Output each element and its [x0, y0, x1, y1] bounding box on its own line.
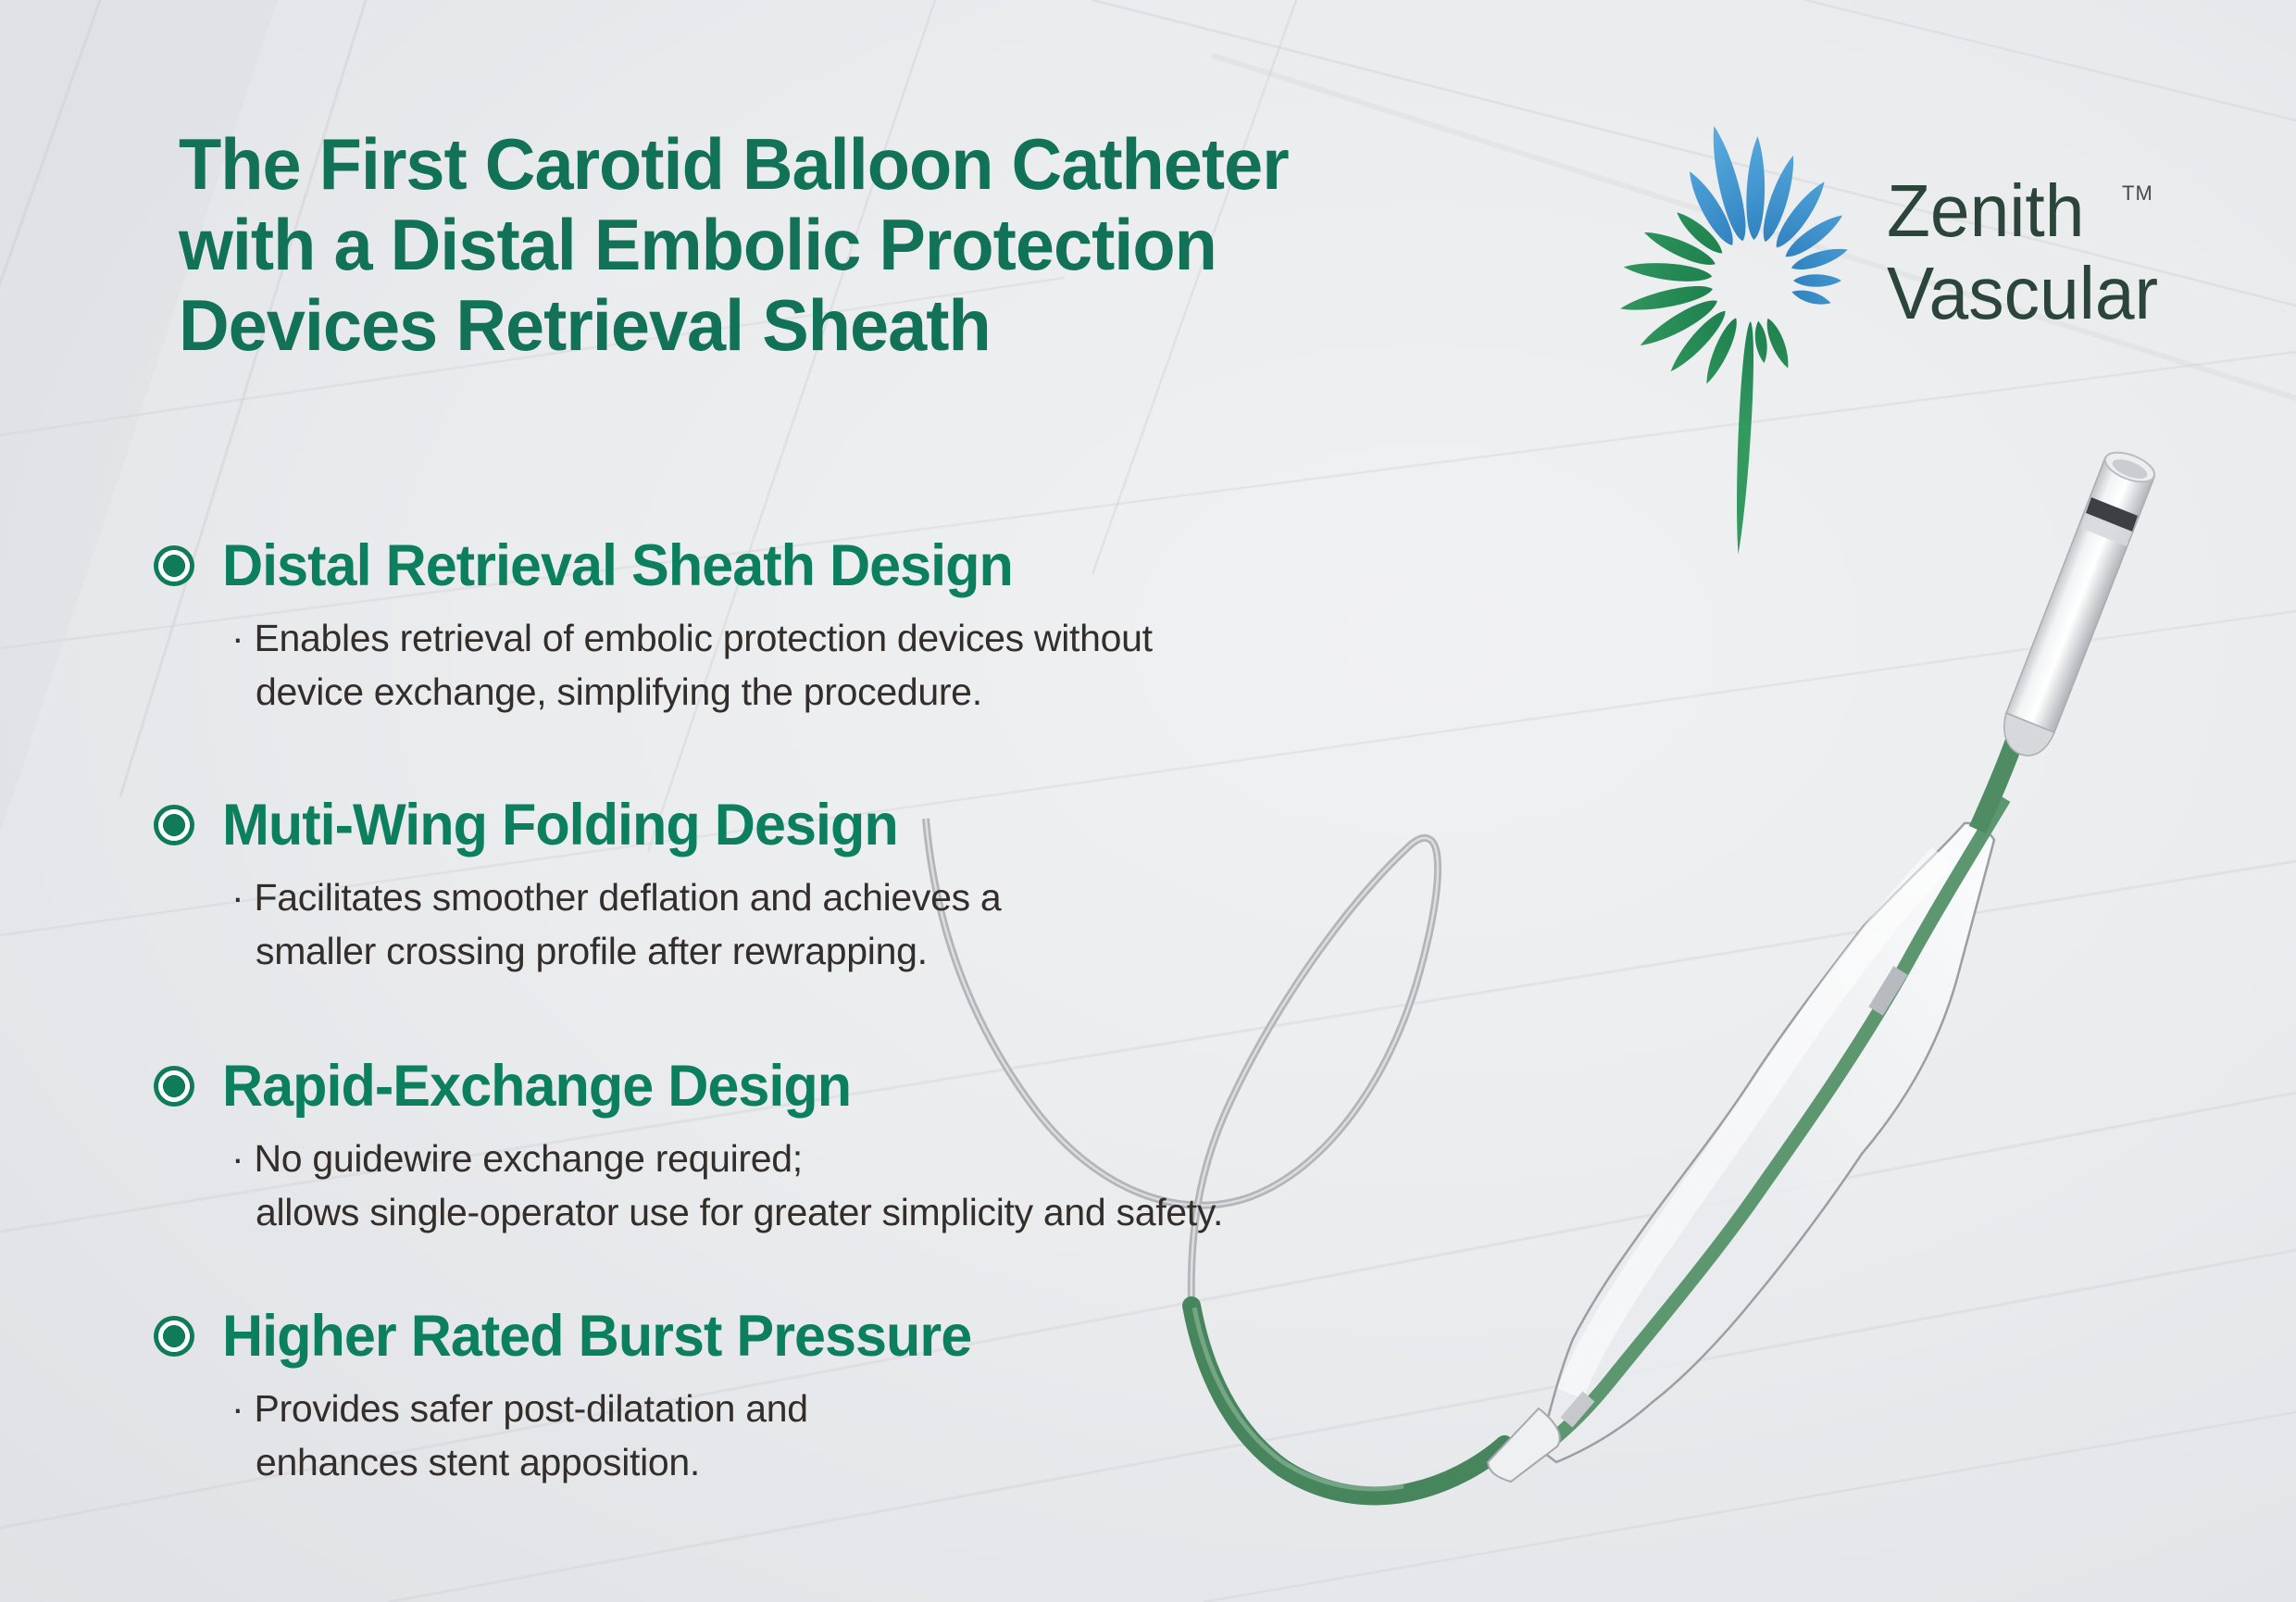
- logo-petal: [1690, 171, 1733, 245]
- logo-petal: [1623, 263, 1713, 282]
- section-body: · No guidewire exchange required; allows…: [231, 1132, 1223, 1239]
- section-body: · Facilitates smoother deflation and ach…: [231, 870, 1002, 978]
- title-line-1: The First Carotid Balloon Catheter: [179, 123, 1290, 205]
- zenith-logo-icon: [1620, 126, 1848, 555]
- logo-petal: [1793, 274, 1841, 287]
- logo-petal: [1620, 286, 1713, 310]
- logo-petal: [1677, 212, 1723, 254]
- logo-petal: [1644, 232, 1716, 265]
- logo-petal: [1737, 320, 1753, 555]
- logo-petal: [1670, 310, 1726, 372]
- logo-petal: [1706, 318, 1737, 384]
- logo-petal: [1746, 136, 1766, 241]
- logo-petal: [1713, 126, 1746, 242]
- brand-wordmark: Zenith Vascular: [1887, 169, 2158, 334]
- logo-petal: [1791, 248, 1848, 270]
- target-bullet-icon: [154, 805, 194, 845]
- body-line: · Enables retrieval of embolic protectio…: [231, 617, 1153, 659]
- marker-band-proximal: [1868, 966, 1908, 1016]
- title-line-2: with a Distal Embolic Protection: [179, 204, 1217, 285]
- section-heading: Distal Retrieval Sheath Design: [222, 533, 1014, 598]
- section-heading: Rapid-Exchange Design: [222, 1054, 852, 1119]
- body-line: · Facilitates smoother deflation and ach…: [231, 876, 1002, 919]
- brand-name-line2: Vascular: [1887, 252, 2159, 334]
- logo-petal: [1763, 155, 1794, 243]
- body-line: smaller crossing profile after rewrappin…: [256, 930, 928, 972]
- retrieval-sheath: [1968, 451, 2156, 834]
- body-line: · No guidewire exchange required;: [231, 1137, 803, 1180]
- target-bullet-icon: [154, 1316, 194, 1357]
- logo-petal: [1776, 181, 1825, 248]
- balloon: [1532, 795, 2011, 1464]
- section-heading: Muti-Wing Folding Design: [222, 793, 899, 857]
- catheter-shaft: [1182, 1296, 1514, 1506]
- feature-section-burst-pressure: Higher Rated Burst Pressure · Provides s…: [154, 1304, 994, 1489]
- title-line-3: Devices Retrieval Sheath: [179, 284, 992, 366]
- feature-section-distal-retrieval: Distal Retrieval Sheath Design · Enables…: [154, 533, 1153, 719]
- target-bullet-icon: [154, 1066, 194, 1107]
- body-line: allows single-operator use for greater s…: [256, 1191, 1224, 1233]
- trademark-symbol: TM: [2122, 181, 2153, 205]
- logo-petal: [1754, 320, 1767, 364]
- feature-section-multi-wing: Muti-Wing Folding Design · Facilitates s…: [154, 793, 1002, 978]
- marker-band-distal: [1560, 1391, 1595, 1428]
- section-body: · Provides safer post-dilatation and enh…: [231, 1382, 994, 1489]
- feature-section-rapid-exchange: Rapid-Exchange Design · No guidewire exc…: [154, 1054, 1223, 1239]
- target-bullet-icon: [154, 545, 194, 586]
- brand-name-line1: Zenith: [1887, 169, 2085, 252]
- body-line: · Provides safer post-dilatation and: [231, 1387, 808, 1430]
- logo-petal: [1791, 290, 1831, 305]
- logo-petal: [1766, 318, 1789, 369]
- section-body: · Enables retrieval of embolic protectio…: [231, 611, 1153, 719]
- body-line: enhances stent apposition.: [256, 1441, 700, 1483]
- logo-petal: [1640, 300, 1717, 345]
- sheath-dark-band: [2086, 497, 2138, 532]
- logo-petal: [1785, 215, 1843, 257]
- guidewire: [922, 818, 1442, 1307]
- catheter-tip: [1486, 1407, 1561, 1483]
- body-line: device exchange, simplifying the procedu…: [256, 670, 982, 713]
- page-title: The First Carotid Balloon Catheter with …: [179, 123, 1290, 366]
- section-heading: Higher Rated Burst Pressure: [222, 1304, 972, 1369]
